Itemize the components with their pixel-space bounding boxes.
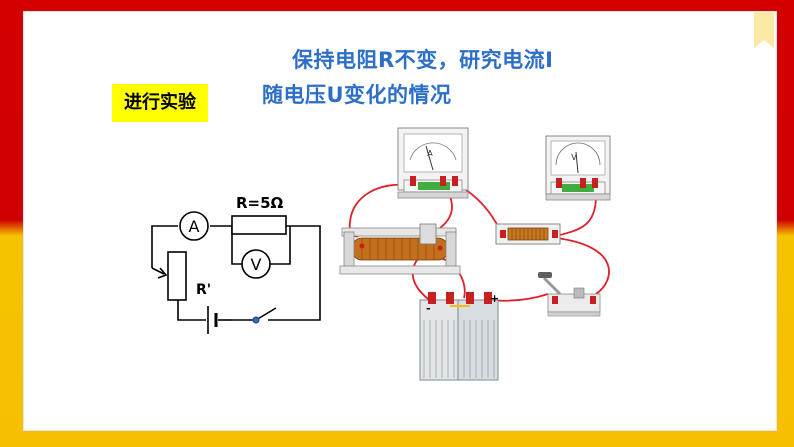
voltmeter-terminal (556, 178, 562, 188)
knife-switch-device (538, 272, 601, 317)
rheostat-label: R' (196, 282, 211, 298)
fixed-resistor-device (495, 223, 561, 245)
ammeter-terminal (410, 176, 416, 186)
circuit-diagram (151, 225, 321, 321)
battery-minus-label: - (426, 302, 431, 315)
ammeter-terminal (440, 176, 446, 186)
content-panel (24, 12, 776, 430)
diagram-wire (270, 226, 291, 265)
diagram-wire (177, 300, 206, 321)
ammeter-face-symbol: A (427, 149, 433, 158)
rheostat-slider (419, 223, 437, 245)
battery-symbol (207, 306, 218, 334)
corner-ribbon-icon (754, 12, 774, 48)
voltmeter-symbol-icon (241, 249, 271, 279)
switch-symbol (232, 307, 277, 324)
ammeter-terminal (452, 176, 458, 186)
ammeter-symbol-text: A (189, 217, 200, 236)
title-line-2: 随电压U变化的情况 (262, 83, 452, 107)
ammeter-device: A (397, 127, 469, 199)
battery-pack-device: - + (419, 292, 499, 381)
title-line-1: 保持电阻R不变，研究电流I (292, 48, 554, 72)
section-tag: 进行实验 (112, 84, 208, 122)
diagram-wire (231, 226, 242, 265)
voltmeter-terminal (580, 178, 586, 188)
diagram-wire (268, 225, 321, 321)
voltmeter-symbol-text: V (251, 255, 262, 274)
rheostat-arrow-icon (157, 267, 168, 279)
battery-plus-label: + (490, 292, 499, 305)
diagram-wire (151, 225, 178, 268)
sliding-rheostat-device (339, 223, 461, 275)
voltmeter-face-symbol: V (571, 153, 577, 162)
rheostat-symbol (167, 251, 187, 301)
resistor-symbol (231, 215, 287, 235)
voltmeter-device: V (545, 135, 611, 201)
voltmeter-terminal (592, 178, 598, 188)
wire-6 (555, 237, 610, 295)
resistor-label: R=5Ω (236, 194, 284, 212)
rheostat-slider-wire (151, 267, 165, 275)
ammeter-symbol-icon (179, 211, 209, 241)
